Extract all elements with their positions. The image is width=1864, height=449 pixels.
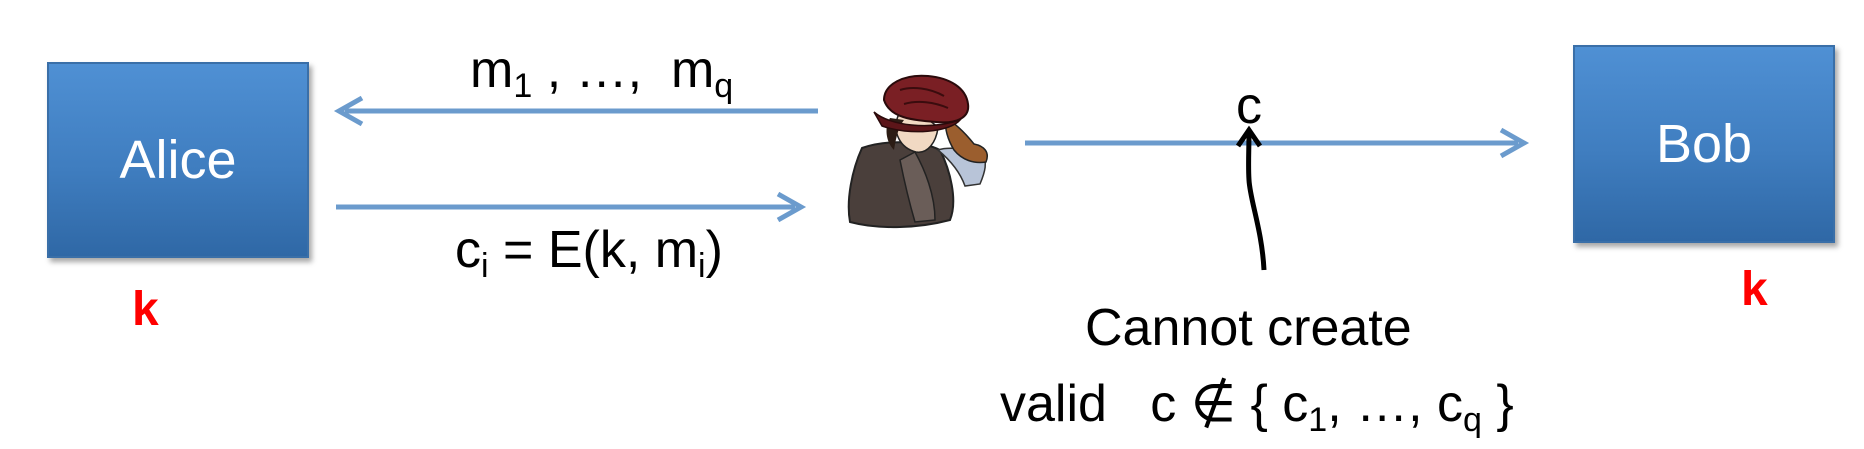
m-first-sub: 1: [513, 67, 533, 105]
bob-key: k: [1741, 263, 1768, 316]
ct-m-sub: i: [698, 247, 706, 285]
pointer-arrow: [1235, 125, 1267, 271]
queries-label: m1 , …, mq: [470, 44, 733, 103]
caption-cq-sub: q: [1463, 401, 1482, 439]
alice-label: Alice: [119, 130, 237, 190]
caption-mid: , …, c: [1327, 375, 1464, 433]
ct-end: ): [705, 221, 723, 279]
attacker-icon: [847, 74, 988, 229]
caption-end: }: [1481, 375, 1514, 433]
queries-arrow: [333, 95, 818, 127]
caption-line-2: valid c ∉ { c1, …, cq }: [1000, 378, 1514, 437]
m-last-sub: q: [714, 67, 734, 105]
ct-c: c: [455, 221, 481, 279]
m-last: m: [670, 41, 715, 99]
ciphertexts-arrow: [336, 191, 807, 223]
bob-label: Bob: [1655, 114, 1753, 174]
caption-line-1: Cannot create: [1085, 299, 1412, 357]
bob-box: Bob: [1573, 45, 1835, 243]
forgery-arrow: [1025, 127, 1530, 159]
m-first: m: [470, 41, 514, 99]
alice-box: Alice: [47, 62, 309, 258]
alice-key: k: [132, 283, 159, 336]
ct-encryption: = E(k, m: [488, 221, 699, 279]
caption-c1-sub: 1: [1308, 401, 1328, 439]
ciphertexts-label: ci = E(k, mi): [455, 224, 723, 283]
forgery-label: c: [1236, 77, 1262, 135]
queries-separator: , …,: [532, 41, 671, 99]
caption-prefix: valid c ∉ { c: [1000, 375, 1309, 433]
ct-c-sub: i: [481, 247, 489, 285]
